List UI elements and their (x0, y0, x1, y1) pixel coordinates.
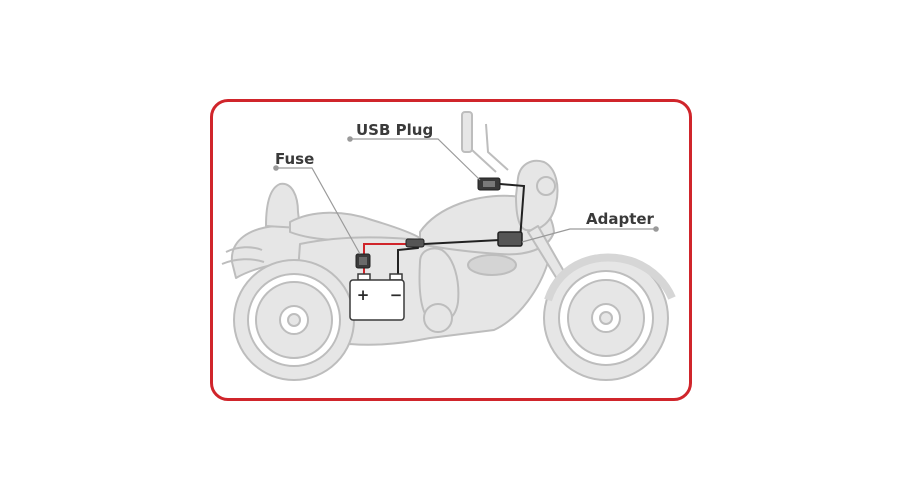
tank-badge (467, 254, 517, 276)
fuse-leader (276, 167, 361, 255)
headlight (536, 176, 556, 196)
adapter-leader (521, 228, 656, 243)
adapter-leader-dot (653, 226, 659, 232)
usb-plug (477, 177, 501, 191)
adapter-to-usb-wire (499, 183, 526, 241)
usb-plug-leader (350, 138, 481, 181)
fuse-leader-dot (273, 165, 279, 171)
backrest (265, 182, 301, 229)
engine-block (418, 247, 460, 324)
adapter-label: Adapter (586, 210, 655, 228)
battery-minus-sign: − (390, 286, 403, 304)
rear-wheel (233, 259, 355, 381)
harness-to-adapter (423, 239, 501, 245)
battery: + − (349, 273, 405, 321)
usb-plug-label: USB Plug (356, 121, 433, 139)
usb-plug-leader-dot (347, 136, 353, 142)
inline-connector (405, 238, 425, 248)
negative-wire (397, 247, 419, 277)
adapter-module (497, 231, 523, 247)
front-wheel (543, 255, 669, 381)
fuse-label: Fuse (275, 150, 314, 168)
rear-pipes (221, 246, 265, 265)
leader-lines (276, 138, 656, 255)
battery-plus-sign: + (357, 286, 370, 304)
fuse-holder (355, 253, 371, 269)
handlebar-grip (461, 111, 473, 153)
front-fender (544, 253, 676, 302)
leader-dots (273, 136, 659, 232)
engine-cover (423, 303, 453, 333)
